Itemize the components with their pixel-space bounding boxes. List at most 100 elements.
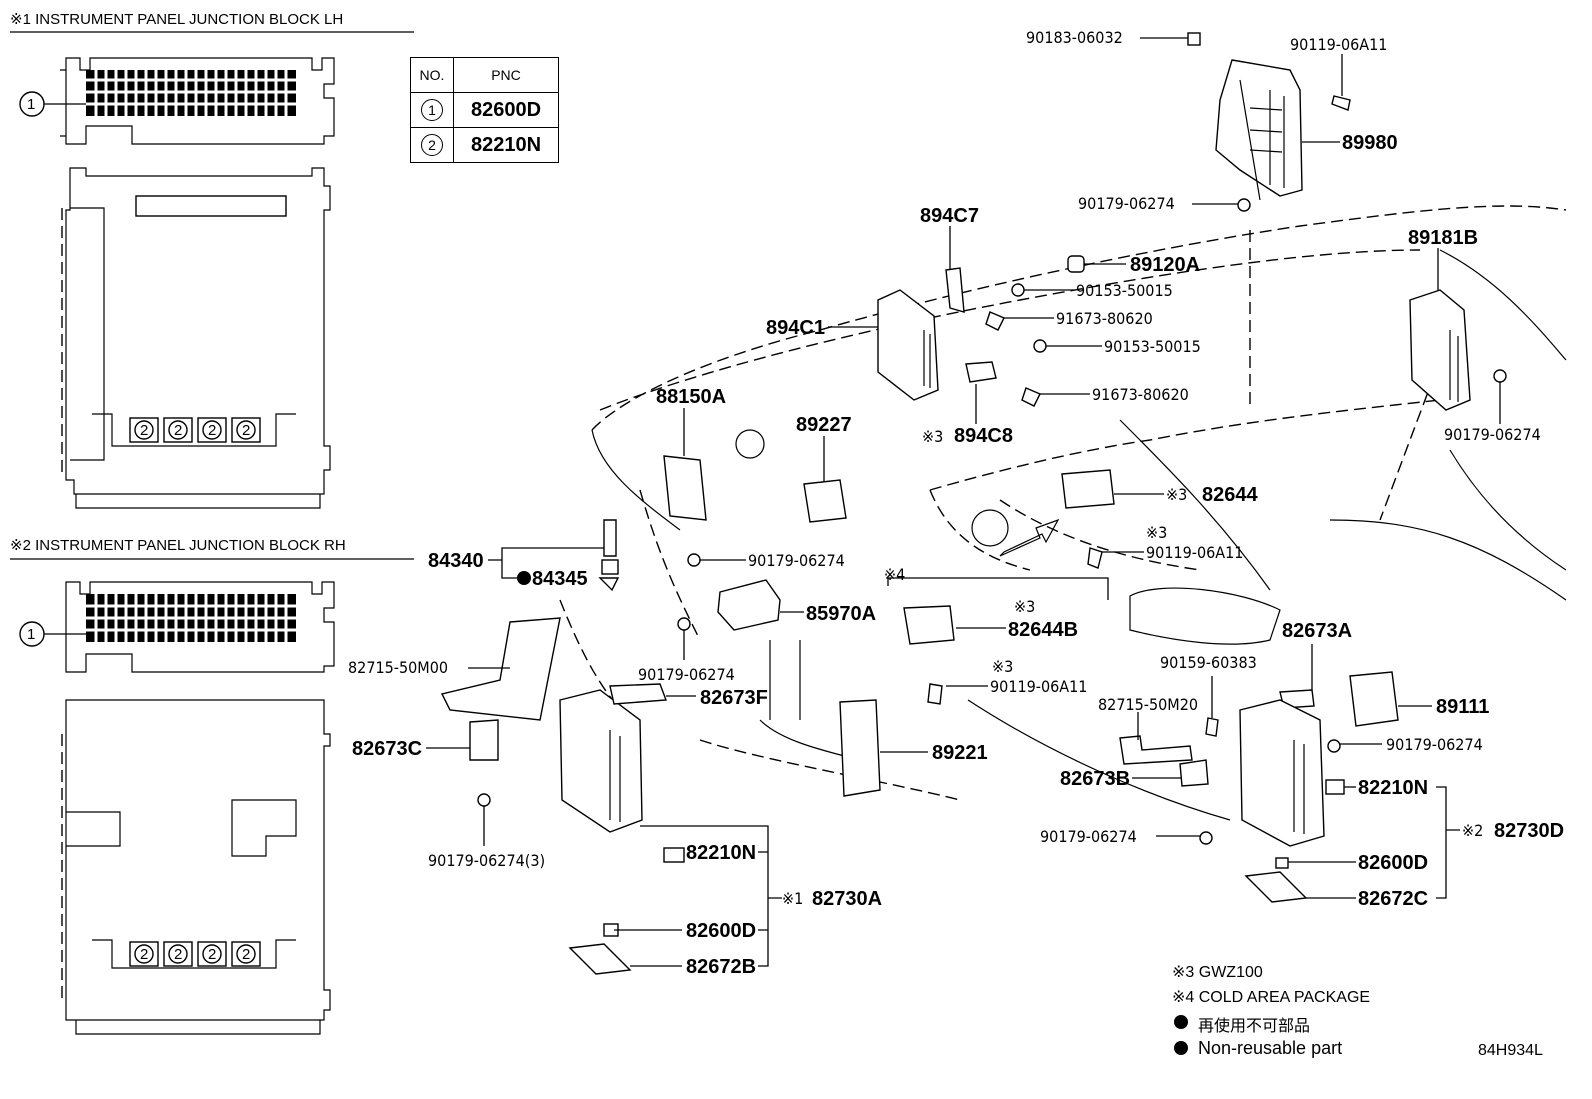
callout-82210N-r: 82210N xyxy=(1358,777,1428,799)
bolt-91673-80620-a[interactable] xyxy=(985,311,1005,331)
nut-90179-06274-lower[interactable] xyxy=(677,617,691,631)
callout-note3-a: ※3 xyxy=(922,427,943,446)
callout-90119-06A11-top: 90119-06A11 xyxy=(1290,35,1387,54)
part-82730D[interactable] xyxy=(1239,699,1325,847)
callout-note3-b: ※3 xyxy=(1166,485,1187,504)
part-89111[interactable] xyxy=(1349,671,1399,727)
nut-90179-06274-b[interactable] xyxy=(1199,831,1213,845)
callout-89120A: 89120A xyxy=(1130,254,1200,276)
callout-90183-06032: 90183-06032 xyxy=(1026,28,1123,47)
part-82644B[interactable] xyxy=(903,605,955,645)
header-lh: ※1 INSTRUMENT PANEL JUNCTION BLOCK LH xyxy=(10,11,343,28)
part-89120A[interactable] xyxy=(1067,255,1085,273)
part-894C1[interactable] xyxy=(877,289,939,401)
part-89181B[interactable] xyxy=(1409,289,1471,411)
marker-2-lh-b: 2 xyxy=(174,422,182,439)
nut-90179-06274-top[interactable] xyxy=(1237,198,1251,212)
diagram-id: 84H934L xyxy=(1478,1042,1543,1059)
nut-90179-06274-3[interactable] xyxy=(477,793,491,807)
connector-82210N-r[interactable] xyxy=(1325,779,1345,795)
part-82730A[interactable] xyxy=(559,689,643,833)
table-row-no: 2 xyxy=(421,134,443,156)
table-header-pnc: PNC xyxy=(453,57,559,93)
junction-block-rh-top-view: 1 xyxy=(19,581,335,673)
callout-90179-06274-top: 90179-06274 xyxy=(1078,194,1175,213)
callout-91673-80620-b: 91673-80620 xyxy=(1092,385,1189,404)
part-89227[interactable] xyxy=(803,479,847,523)
callout-82672C: 82672C xyxy=(1358,888,1428,910)
part-85970A[interactable] xyxy=(717,579,781,631)
header-rh: ※2 INSTRUMENT PANEL JUNCTION BLOCK RH xyxy=(10,537,346,554)
marker-2-rh-a: 2 xyxy=(140,946,148,963)
callout-90159-60383: 90159-60383 xyxy=(1160,653,1257,672)
marker-2-lh-a: 2 xyxy=(140,422,148,439)
callout-91673-80620-a: 91673-80620 xyxy=(1056,309,1153,328)
part-82673C[interactable] xyxy=(469,719,499,761)
callout-894C1: 894C1 xyxy=(766,317,825,339)
callout-90153-50015-b: 90153-50015 xyxy=(1104,337,1201,356)
callout-82715-50M20: 82715-50M20 xyxy=(1098,695,1198,714)
callout-82644B: 82644B xyxy=(1008,619,1078,641)
junction-block-rh-front-view: 2 2 2 2 xyxy=(61,699,331,1035)
clip-90183-06032[interactable] xyxy=(1187,32,1201,46)
legend-non-reusable-en: Non-reusable part xyxy=(1198,1038,1343,1058)
table-row-pnc: 82210N xyxy=(453,127,559,163)
callout-82673A: 82673A xyxy=(1282,620,1352,642)
callout-89181B: 89181B xyxy=(1408,227,1478,249)
nut-90179-06274-mid[interactable] xyxy=(687,553,701,567)
part-88150A[interactable] xyxy=(663,429,765,521)
part-82673F[interactable] xyxy=(609,683,667,705)
instrument-panel-outline xyxy=(559,205,1567,821)
callout-note3-e: ※3 xyxy=(992,657,1013,676)
table-row-no: 1 xyxy=(421,99,443,121)
bolt-90119-06A11-top[interactable] xyxy=(1331,95,1351,111)
screw-90153-50015-b[interactable] xyxy=(1033,339,1047,353)
legend-dot-jp xyxy=(1174,1015,1188,1029)
nut-90179-06274-r2[interactable] xyxy=(1327,739,1341,753)
non-reusable-dot xyxy=(517,571,531,585)
part-82715-50M20[interactable] xyxy=(1119,735,1193,765)
part-89980[interactable] xyxy=(1215,59,1303,201)
callout-82730D: 82730D xyxy=(1494,820,1564,842)
marker-1-rh: 1 xyxy=(27,626,35,643)
cover-82672B[interactable] xyxy=(568,943,632,975)
marker-1-lh: 1 xyxy=(27,96,35,113)
part-82644[interactable] xyxy=(1061,469,1115,509)
clip-82600D-r[interactable] xyxy=(1275,857,1289,869)
screw-90153-50015-a[interactable] xyxy=(1011,283,1025,297)
bolt-91673-80620-b[interactable] xyxy=(1021,387,1041,407)
nut-90179-06274-right[interactable] xyxy=(1493,369,1507,383)
part-84340[interactable] xyxy=(601,519,619,575)
callout-82730A: 82730A xyxy=(812,888,882,910)
callout-90179-06274-mid: 90179-06274 xyxy=(748,551,845,570)
bolt-90119-06A11-low[interactable] xyxy=(927,683,943,705)
callout-note1: ※1 xyxy=(782,889,803,908)
cover-82672C[interactable] xyxy=(1244,871,1308,903)
callout-90179-06274-b: 90179-06274 xyxy=(1040,827,1137,846)
table-row: 1 82600D xyxy=(410,92,559,128)
legend-dot-en xyxy=(1174,1041,1188,1055)
part-894C7[interactable] xyxy=(945,267,965,313)
bolt-90159-60383[interactable] xyxy=(1205,717,1219,737)
part-82673B[interactable] xyxy=(1179,759,1209,787)
marker-2-rh-b: 2 xyxy=(174,946,182,963)
callout-note3-c: ※3 xyxy=(1146,523,1167,542)
part-84345[interactable] xyxy=(598,577,620,592)
callout-90119-06A11-low: 90119-06A11 xyxy=(990,677,1087,696)
bolt-90119-06A11-mid[interactable] xyxy=(1087,547,1103,569)
marker-2-rh-c: 2 xyxy=(208,946,216,963)
part-82715-50M00[interactable] xyxy=(440,617,561,721)
callout-90153-50015-a: 90153-50015 xyxy=(1076,281,1173,300)
connector-82210N-l[interactable] xyxy=(663,847,685,863)
callout-85970A: 85970A xyxy=(806,603,876,625)
callout-82600D-l: 82600D xyxy=(686,920,756,942)
table-header-no: NO. xyxy=(410,57,454,93)
callout-894C8: 894C8 xyxy=(954,425,1013,447)
part-894C8[interactable] xyxy=(965,361,997,383)
callout-90179-06274-right: 90179-06274 xyxy=(1444,425,1541,444)
pnc-table: NO. PNC 1 82600D 2 82210N xyxy=(410,57,559,163)
marker-2-lh-c: 2 xyxy=(208,422,216,439)
callout-89111: 89111 xyxy=(1436,696,1489,718)
part-89221[interactable] xyxy=(839,699,881,797)
